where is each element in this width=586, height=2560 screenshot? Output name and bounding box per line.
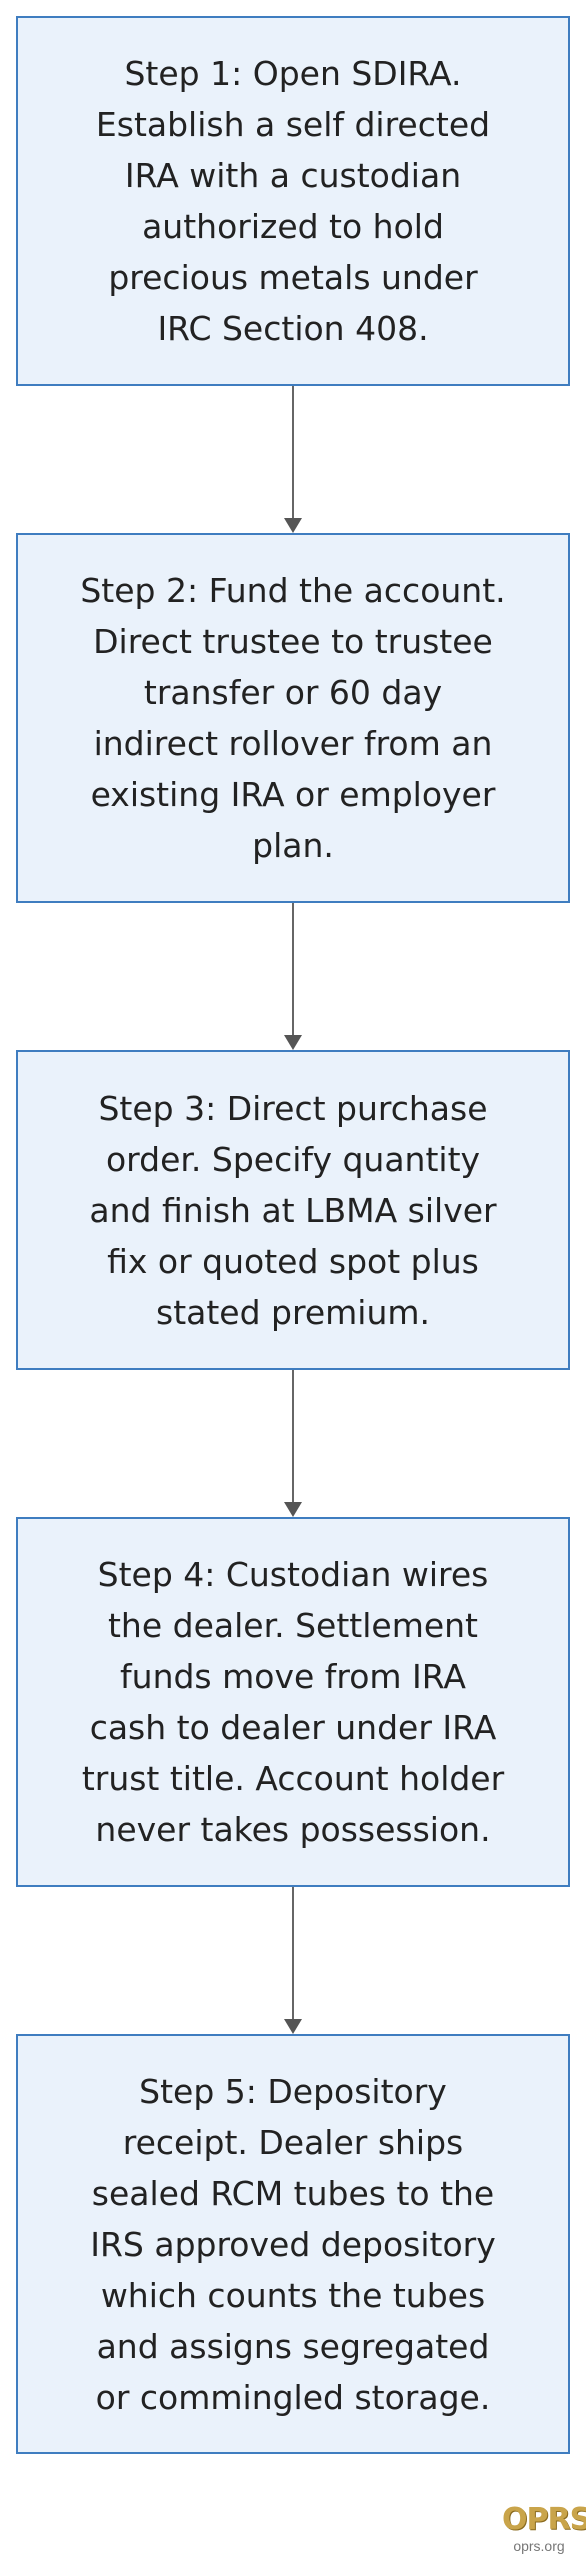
step-3-text: Step 3: Direct purchase order. Specify q…	[89, 1088, 497, 1332]
step-5-box: Step 5: Depository receipt. Dealer ships…	[16, 2034, 570, 2454]
arrowhead-1-2	[284, 518, 302, 533]
step-4-box: Step 4: Custodian wires the dealer. Sett…	[16, 1517, 570, 1887]
connector-1-2	[292, 386, 294, 518]
step-2-text: Step 2: Fund the account. Direct trustee…	[80, 571, 506, 865]
step-4-text: Step 4: Custodian wires the dealer. Sett…	[81, 1555, 505, 1849]
arrowhead-4-5	[284, 2019, 302, 2034]
step-1-box: Step 1: Open SDIRA. Establish a self dir…	[16, 16, 570, 386]
connector-4-5	[292, 1887, 294, 2019]
arrowhead-3-4	[284, 1502, 302, 1517]
arrowhead-2-3	[284, 1035, 302, 1050]
connector-3-4	[292, 1370, 294, 1502]
logo-url: oprs.org	[513, 2538, 565, 2554]
step-5-text: Step 5: Depository receipt. Dealer ships…	[90, 2071, 496, 2417]
logo-mark: OPRS	[502, 2502, 586, 2537]
step-2-box: Step 2: Fund the account. Direct trustee…	[16, 533, 570, 903]
step-1-text: Step 1: Open SDIRA. Establish a self dir…	[95, 54, 491, 348]
connector-2-3	[292, 903, 294, 1035]
step-3-box: Step 3: Direct purchase order. Specify q…	[16, 1050, 570, 1370]
oprs-logo: OPRS oprs.org	[502, 2502, 586, 2554]
